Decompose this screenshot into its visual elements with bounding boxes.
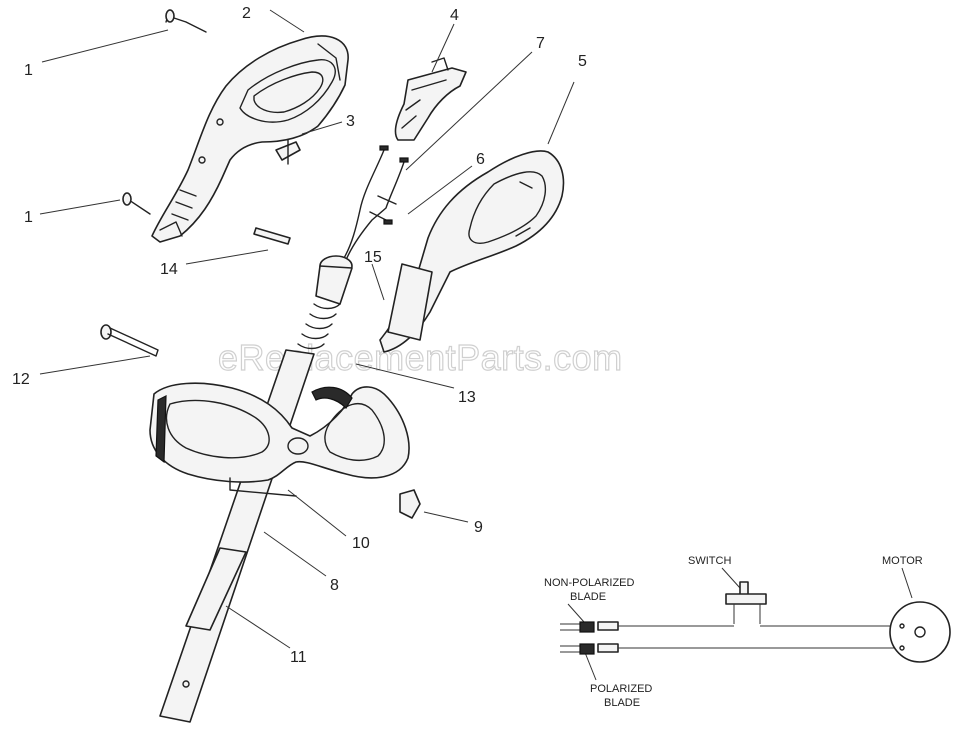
part-14-pin — [253, 227, 291, 245]
polarized-label-1: POLARIZED — [590, 683, 652, 695]
callout-1-mid: 1 — [24, 209, 33, 226]
callout-2: 2 — [242, 5, 251, 22]
callout-8: 8 — [330, 577, 339, 594]
non-polarized-label-1: NON-POLARIZED — [544, 577, 635, 589]
plug-blades — [560, 621, 619, 655]
switch-label: SWITCH — [688, 555, 731, 567]
callout-3: 3 — [346, 113, 355, 130]
callout-12: 12 — [12, 371, 30, 388]
polarized-label-2: BLADE — [604, 697, 640, 709]
callout-1-top: 1 — [24, 62, 33, 79]
non-polarized-label-2: BLADE — [570, 591, 606, 603]
callout-4: 4 — [450, 7, 459, 24]
part-12-bolt — [100, 324, 159, 357]
callout-13: 13 — [458, 389, 476, 406]
callout-6: 6 — [476, 151, 485, 168]
callout-numbers: 1 2 3 4 5 6 7 1 14 15 12 13 9 10 8 11 — [12, 5, 587, 666]
leader-lines — [39, 9, 575, 649]
part-10-auxiliary-handle — [149, 382, 410, 497]
motor-label: MOTOR — [882, 555, 923, 567]
switch-symbol — [725, 581, 767, 624]
callout-5: 5 — [578, 53, 587, 70]
callout-9: 9 — [474, 519, 483, 536]
motor-symbol — [889, 601, 951, 663]
callout-7: 7 — [536, 35, 545, 52]
part-13-collar-spring — [297, 255, 353, 350]
part-4-trigger — [394, 57, 467, 141]
callout-15: 15 — [364, 249, 382, 266]
part-1-screw-top — [165, 9, 207, 33]
wiring-schematic: SWITCH MOTOR NON-POLARIZED BLADE POLARIZ… — [544, 555, 951, 709]
part-15-plate — [387, 263, 433, 341]
part-9-knob — [399, 489, 421, 519]
part-7-wire-harness — [343, 145, 409, 261]
callout-11: 11 — [290, 649, 307, 666]
callout-14: 14 — [160, 261, 178, 278]
part-2-handle-housing — [151, 35, 349, 243]
part-1-screw-mid — [122, 192, 151, 215]
callout-10: 10 — [352, 535, 370, 552]
part-3-clip — [275, 139, 301, 165]
